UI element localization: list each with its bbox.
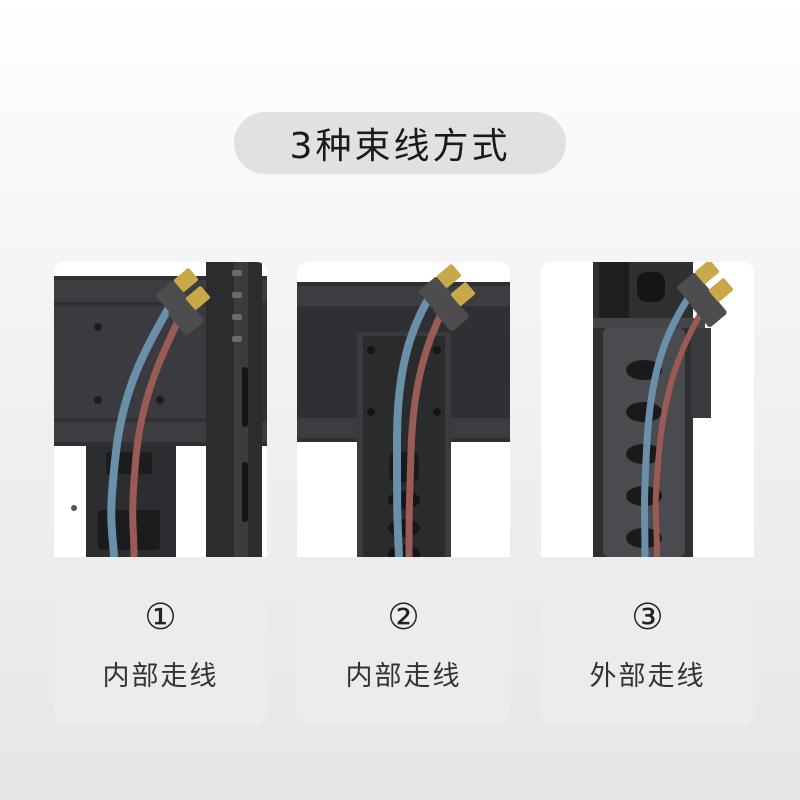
routing-card-3: ③ 外部走线 — [541, 262, 754, 725]
card-number: ② — [387, 597, 420, 638]
card-number: ① — [144, 597, 177, 638]
card-label: 内部走线 — [345, 661, 462, 692]
card-label: 外部走线 — [589, 661, 706, 692]
page-title: 3种束线方式 — [289, 126, 511, 167]
title-pill: 3种束线方式 — [234, 112, 566, 174]
routing-photo-1 — [54, 262, 267, 557]
routing-card-1: ① 内部走线 — [54, 262, 267, 725]
routing-card-2: ② 内部走线 — [297, 262, 510, 725]
card-number: ③ — [631, 597, 664, 638]
card-label: 内部走线 — [102, 661, 219, 692]
routing-photo-2 — [297, 262, 510, 557]
routing-photo-3 — [541, 262, 754, 557]
